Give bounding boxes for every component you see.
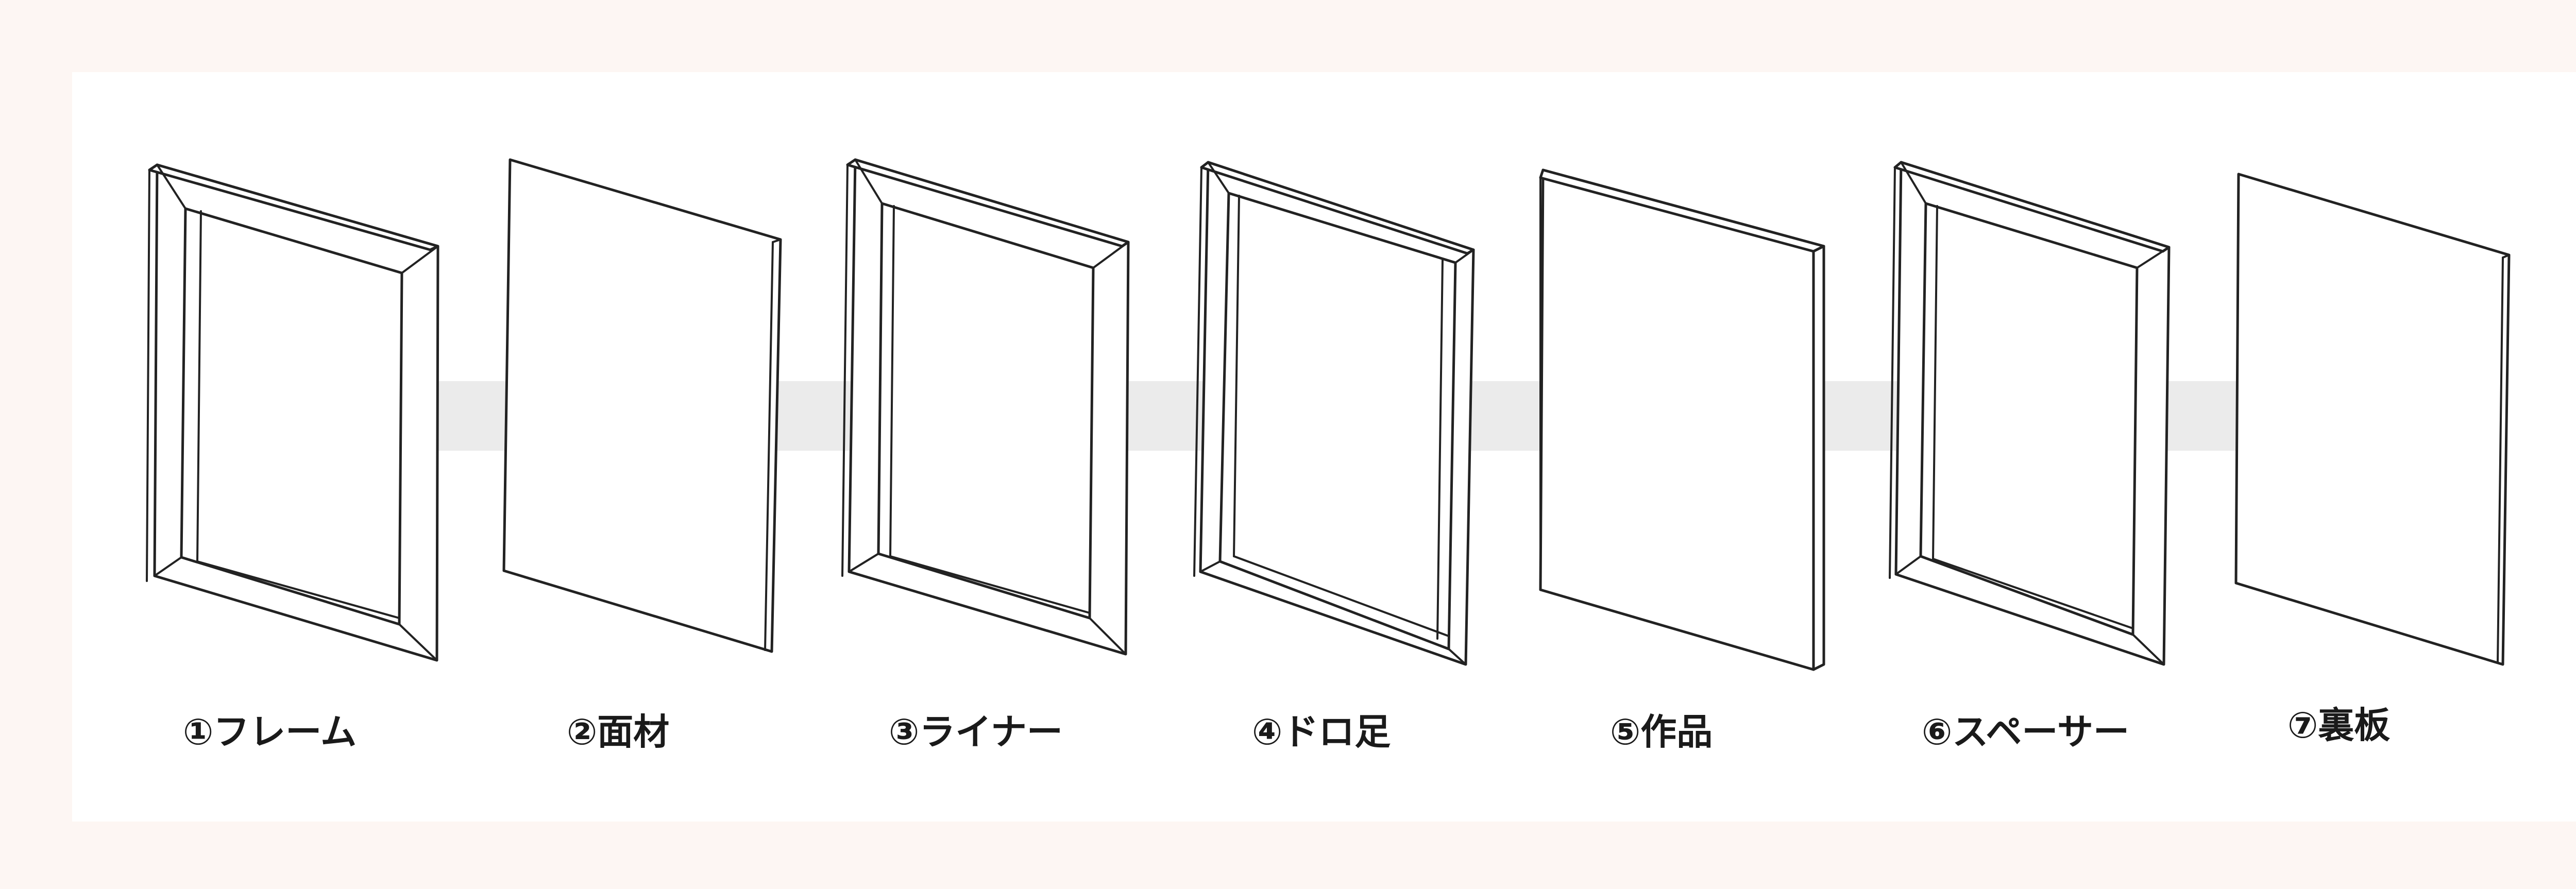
label-back-board: ⑦裏板 xyxy=(2287,704,2390,746)
part-artwork-drawing xyxy=(1539,168,1825,671)
label-spacer: ⑥スペーサー xyxy=(1922,711,2129,753)
part-back-board-drawing xyxy=(2234,173,2511,666)
label-face-material: ②面材 xyxy=(567,711,669,753)
label-artwork: ⑤作品 xyxy=(1610,711,1713,753)
part-spacer-drawing xyxy=(1889,161,2171,666)
label-liner: ③ライナー xyxy=(889,711,1063,753)
part-liner-drawing xyxy=(841,158,1130,656)
part-frame-drawing xyxy=(146,163,439,662)
part-doro-ashi-drawing xyxy=(1193,161,1475,666)
label-frame: ①フレーム xyxy=(183,711,357,753)
part-face-material-drawing xyxy=(502,158,782,653)
label-doro-ashi: ④ドロ足 xyxy=(1252,711,1391,753)
